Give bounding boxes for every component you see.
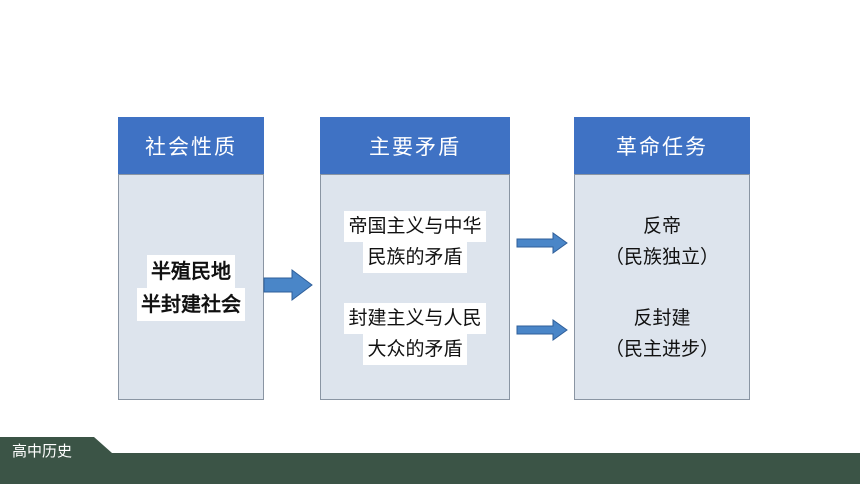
text-line: 反封建	[633, 307, 691, 329]
text-line: 半封建社会	[137, 288, 245, 321]
footer-label: 高中历史	[12, 443, 73, 460]
task-group-2: 反封建 （民主进步）	[575, 303, 749, 365]
text-line: 封建主义与人民	[344, 303, 486, 334]
text-line: （民族独立）	[604, 246, 719, 268]
column-header-revolution-task: 革命任务	[574, 117, 750, 174]
arrow-right-icon	[516, 319, 568, 341]
column-header-main-contradiction: 主要矛盾	[320, 117, 510, 174]
footer-bar	[0, 437, 860, 484]
column-body-revolution-task: 反帝 （民族独立） 反封建 （民主进步）	[574, 174, 750, 400]
header-label: 社会性质	[145, 134, 237, 159]
text-line: 帝国主义与中华	[344, 211, 486, 242]
arrow-right-icon	[516, 232, 568, 254]
column-header-social-nature: 社会性质	[118, 117, 264, 174]
contradiction-group-1: 帝国主义与中华 民族的矛盾	[321, 211, 509, 273]
task-group-1: 反帝 （民族独立）	[575, 211, 749, 273]
header-label: 革命任务	[616, 134, 708, 159]
text-line: （民主进步）	[604, 338, 719, 360]
text-line: 反帝	[642, 215, 681, 237]
arrow-right-icon	[263, 269, 313, 301]
text-line: 民族的矛盾	[363, 242, 467, 273]
text-line: 大众的矛盾	[363, 334, 467, 365]
header-label: 主要矛盾	[369, 134, 461, 159]
social-nature-text: 半殖民地 半封建社会	[119, 255, 263, 321]
text-line: 半殖民地	[147, 255, 235, 288]
column-body-main-contradiction: 帝国主义与中华 民族的矛盾 封建主义与人民 大众的矛盾	[320, 174, 510, 400]
contradiction-group-2: 封建主义与人民 大众的矛盾	[321, 303, 509, 365]
column-body-social-nature: 半殖民地 半封建社会	[118, 174, 264, 400]
